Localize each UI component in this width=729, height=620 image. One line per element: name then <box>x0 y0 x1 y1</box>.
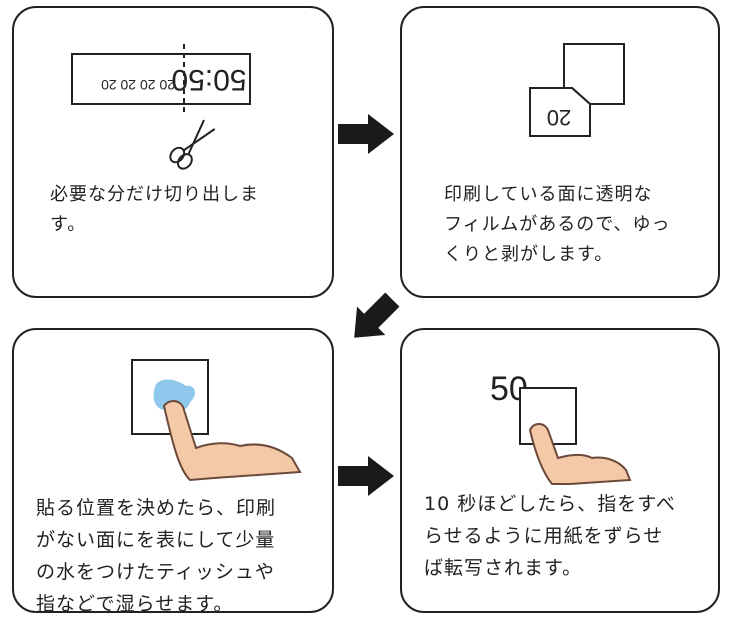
peel-illustration: 20 <box>529 43 625 137</box>
strip-small-text: 20 20 20 20 <box>101 77 175 93</box>
step-4-panel: 50 10 秒ほどしたら、指をすべ らせるように用紙をずらせ ば転写されます。 <box>400 328 720 613</box>
step-1-panel: 20 20 20 20 50:50 必要な分だけ切り出しま す。 <box>12 6 334 298</box>
finger-icon <box>162 400 302 482</box>
step-3-text: 貼る位置を決めたら、印刷 がない面にを表にして少量 の水をつけたティッシュや 指… <box>36 497 277 615</box>
moisten-illustration <box>131 359 302 482</box>
arrow-right-icon <box>338 114 394 154</box>
cut-illustration: 20 20 20 20 50:50 <box>71 44 251 170</box>
arrow-down-left-icon <box>354 292 400 338</box>
sticker-strip <box>71 53 251 105</box>
step-2-panel: 20 印刷している面に透明な フィルムがあるので、ゆっ くりと剥がします。 <box>400 6 720 298</box>
arrow-right-icon <box>338 456 394 496</box>
sticker-sheet <box>529 87 591 137</box>
sticker-text: 20 <box>547 105 571 130</box>
water-spot <box>153 379 195 412</box>
step-3-panel: 貼る位置を決めたら、印刷 がない面にを表にして少量 の水をつけたティッシュや 指… <box>12 328 334 615</box>
transfer-illustration: 50 <box>490 370 632 485</box>
step-4-text: 10 秒ほどしたら、指をすべ らせるように用紙をずらせ ば転写されます。 <box>424 493 676 579</box>
step-2-text: 印刷している面に透明な フィルムがあるので、ゆっ くりと剥がします。 <box>444 184 671 265</box>
scissors-icon <box>169 119 216 170</box>
finger-icon <box>528 423 632 485</box>
step-1-text: 必要な分だけ切り出しま す。 <box>50 184 259 235</box>
strip-large-text: 50:50 <box>171 63 246 96</box>
